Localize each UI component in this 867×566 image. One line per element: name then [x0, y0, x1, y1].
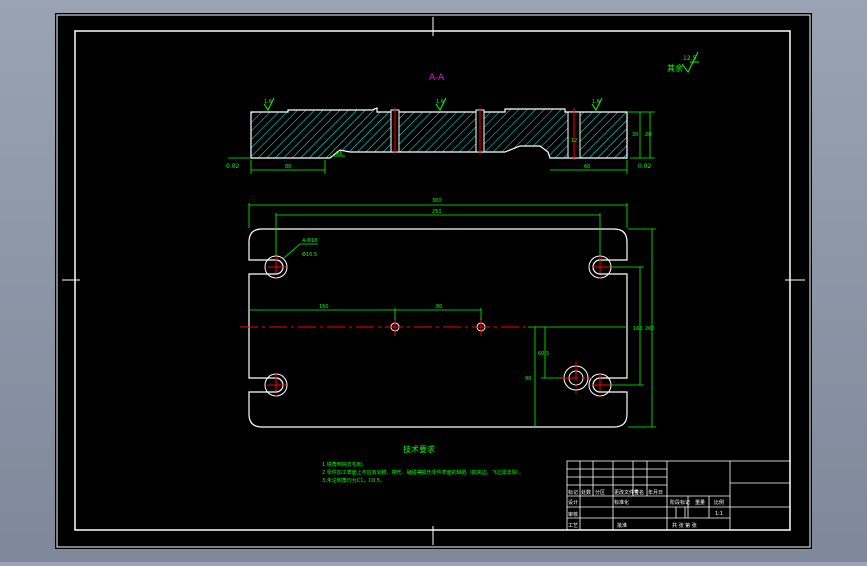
dim-section-radius: R5	[336, 151, 343, 157]
tb-review: 审核	[568, 511, 578, 518]
tb-weight: 重量	[695, 499, 705, 506]
dim-vert-small: 60.5	[538, 351, 549, 357]
dim-hole-note-2: Φ16.5	[302, 252, 317, 258]
roughness-1: 1.6	[264, 99, 272, 105]
tb-stage-mark: 阶段标记	[670, 499, 690, 506]
tb-label-mark: 标记	[568, 489, 578, 496]
tb-process: 工艺	[568, 523, 578, 529]
dim-vert-large: 90	[525, 376, 531, 382]
dim-section-step: 20	[645, 132, 651, 138]
plan-view: 300 250 150 80 4-Φ18 Φ16.5 160 200 60.5 …	[240, 198, 656, 428]
tech-title: 技术要求	[403, 444, 435, 454]
tb-label-count: 处数	[581, 489, 591, 496]
tech-requirements: 技术要求 1.锐角倒钝去毛刺。 2.零件加工表面上不应有划痕、擦伤、磕碰等损伤零…	[322, 444, 524, 484]
tb-standardize: 标准化	[614, 499, 629, 506]
roughness-general: 其余 12.5	[667, 51, 699, 73]
tech-item-2: 2.零件加工表面上不应有划痕、擦伤、磕碰等损伤零件表面的缺陷（如夹边、飞边需去除…	[322, 469, 524, 476]
datum-right: 0.02	[638, 163, 652, 170]
dim-offset-mid: 80	[436, 304, 442, 310]
roughness-3: 1.6	[592, 99, 600, 105]
tb-label-zone: 分区	[595, 489, 605, 496]
datum-left: 0.02	[226, 163, 240, 170]
dim-offset-left: 150	[319, 304, 329, 310]
section-label: A-A	[429, 73, 445, 83]
dim-height-inner: 160	[633, 326, 643, 332]
sheet-border	[56, 14, 811, 548]
dim-height-outer: 200	[645, 326, 655, 332]
roughness-2: 1.6	[436, 99, 444, 105]
dim-section-thick: 30	[632, 132, 638, 138]
dim-section-left: 80	[285, 164, 291, 170]
tb-label-date: 年月日	[648, 489, 663, 496]
dim-section-slot: 12	[571, 138, 577, 144]
dim-hole-spacing: 250	[432, 209, 442, 215]
section-view: A-A 1.6 1.6 1.6	[226, 73, 655, 174]
tb-scale: 比例	[714, 499, 724, 506]
dim-overall-length: 300	[432, 198, 442, 204]
tb-label-sign: 签名	[634, 489, 644, 496]
tech-item-1: 1.锐角倒钝去毛刺。	[322, 461, 367, 468]
tb-design: 设计	[568, 499, 578, 506]
tb-scale-value: 1:1	[715, 511, 723, 517]
plan-outline	[248, 228, 628, 428]
roughness-general-value: 12.5	[683, 55, 697, 62]
title-block-text: 标记 处数 分区 更改文件号 签名 年月日 设计 标准化 阶段标记 重量 比例 …	[568, 489, 724, 529]
dim-section-right: 60	[584, 164, 590, 170]
tech-item-3: 3.未注倒角均为C1，C0.5。	[322, 477, 385, 484]
title-block	[566, 460, 791, 531]
roughness-general-label: 其余	[667, 63, 683, 73]
dim-hole-note-1: 4-Φ18	[302, 238, 317, 244]
tb-sheet: 共 张 第 张	[672, 522, 697, 529]
section-hatch	[250, 107, 628, 159]
tb-label-doc: 更改文件号	[614, 489, 639, 496]
drawing-sheet	[55, 13, 812, 549]
tb-approve: 批准	[617, 522, 627, 529]
